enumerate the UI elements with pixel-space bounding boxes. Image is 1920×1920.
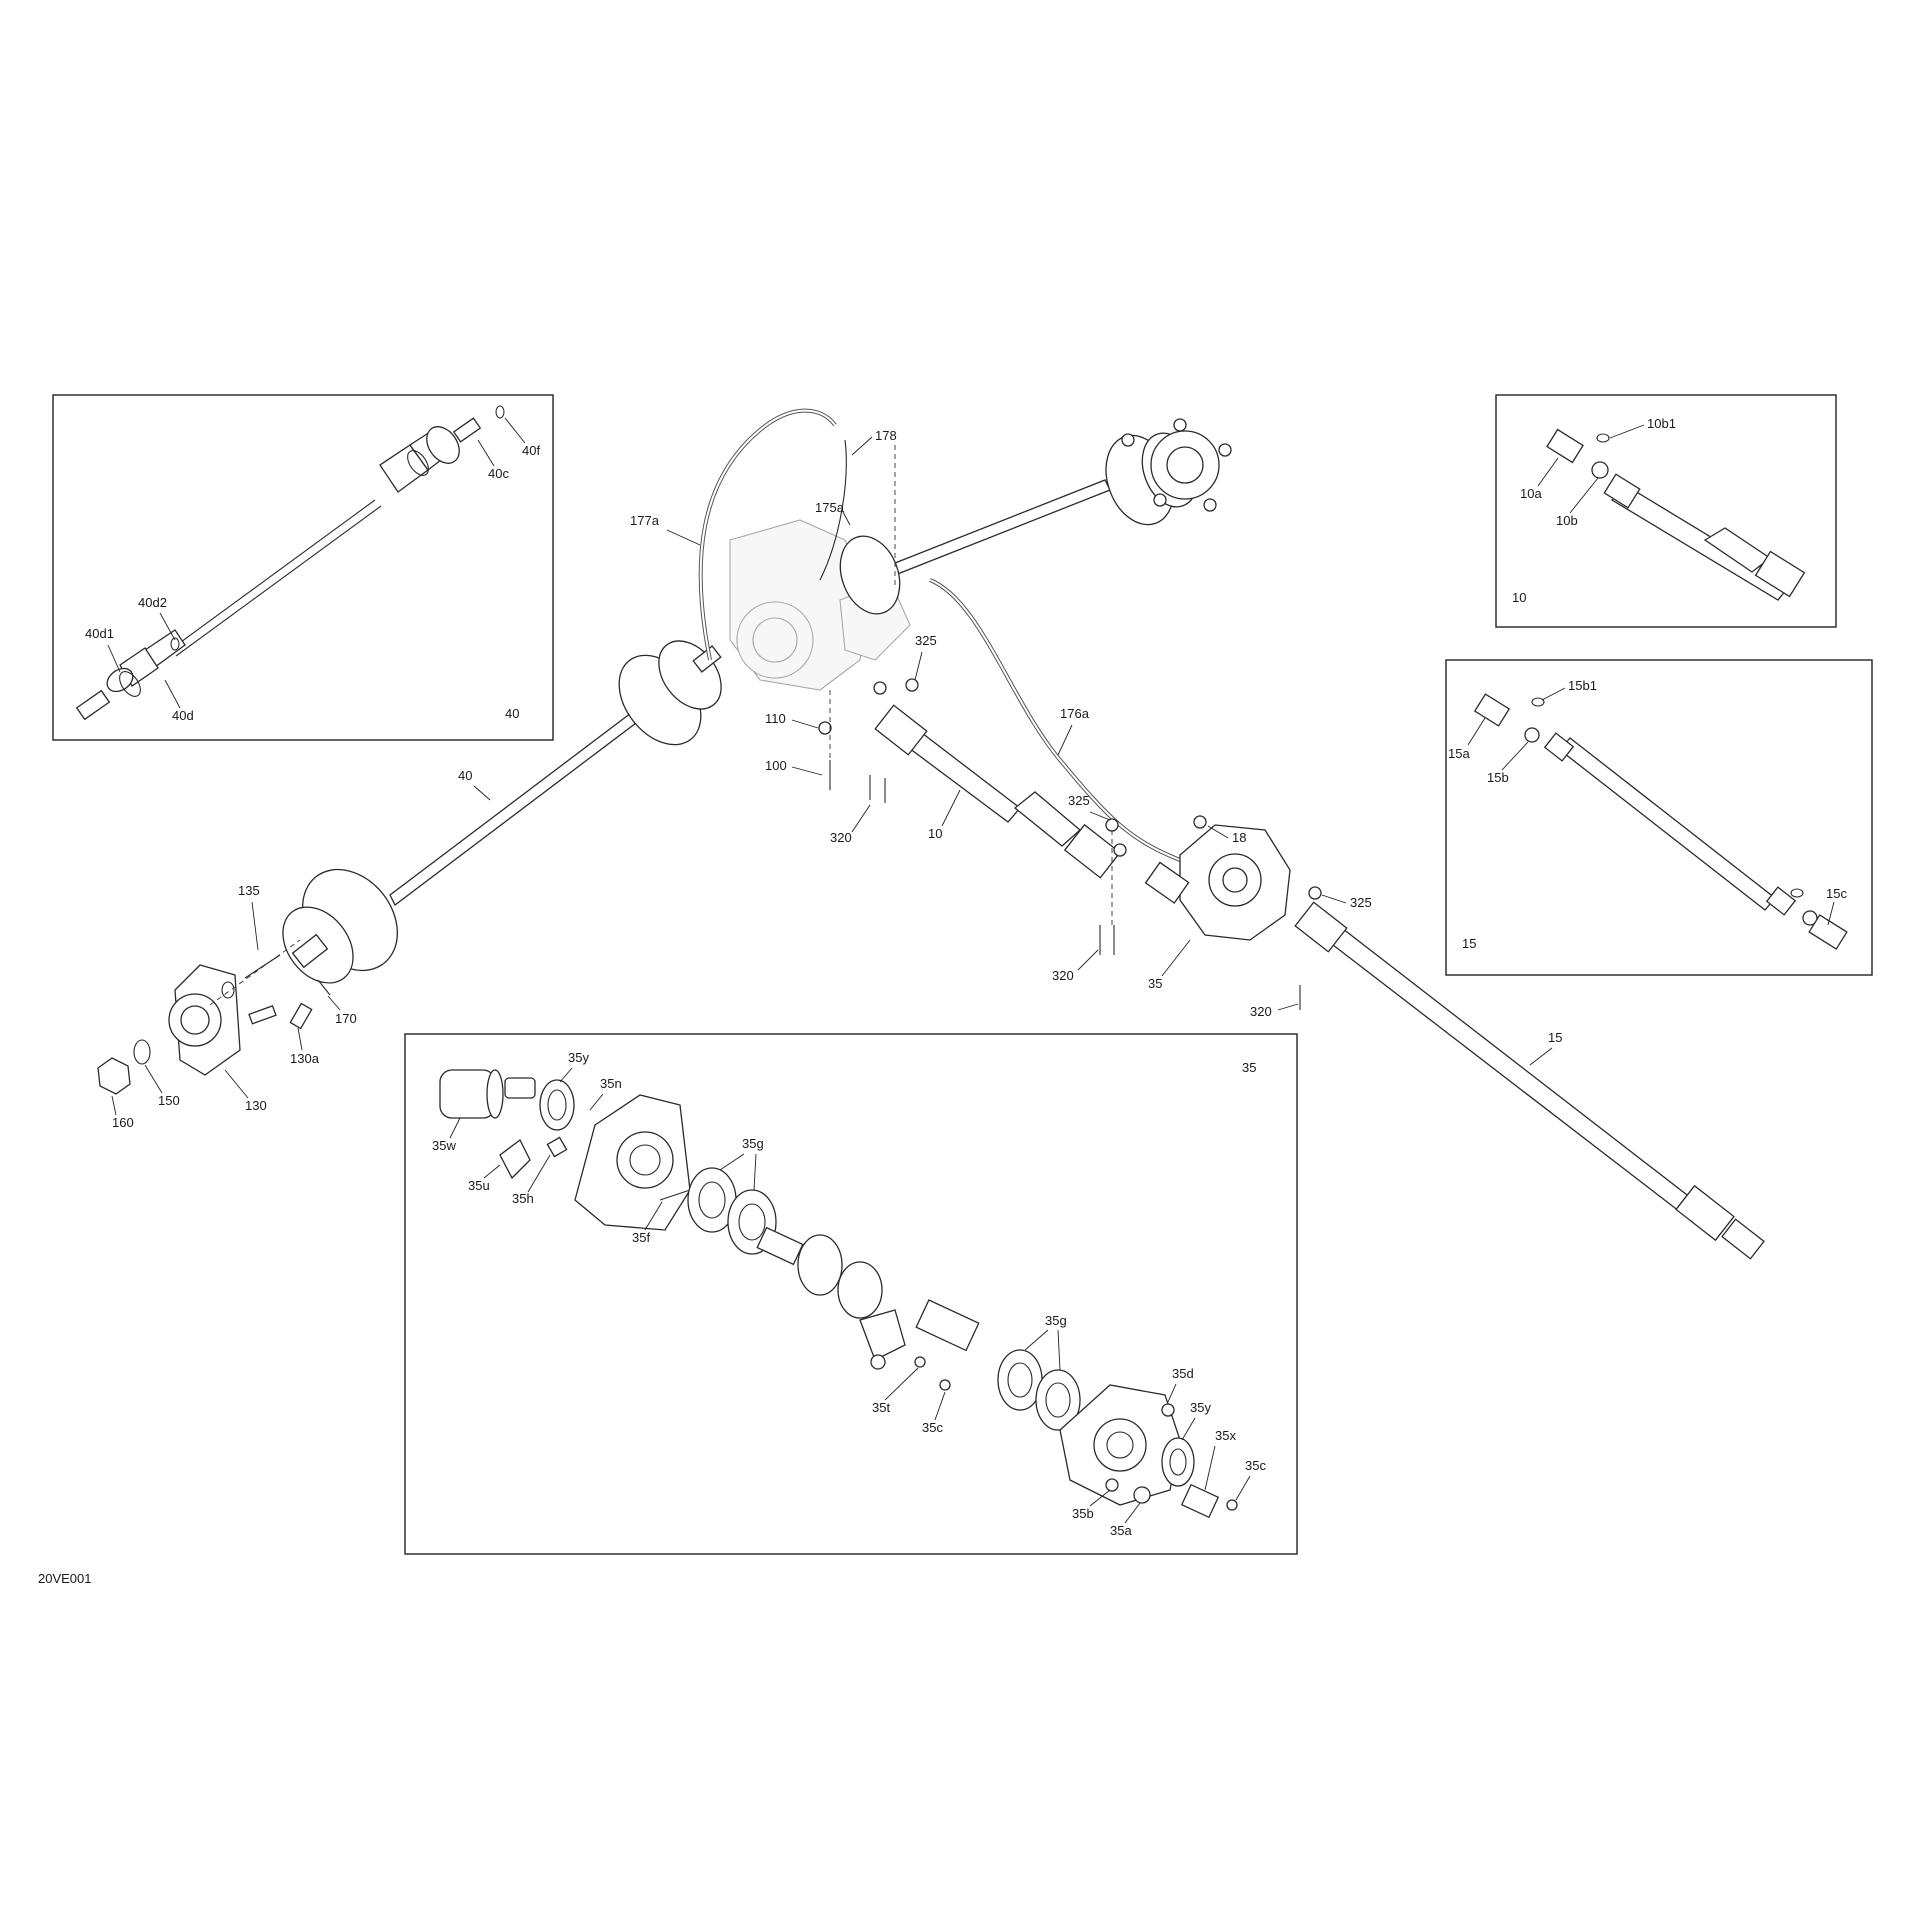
alignment-lines	[209, 445, 1113, 1006]
label-40d1: 40d1	[85, 626, 114, 641]
label-35c-a: 35c	[922, 1420, 943, 1435]
label-10: 10	[928, 826, 942, 841]
label-320-c: 320	[1250, 1004, 1272, 1019]
label-40d2: 40d2	[138, 595, 167, 610]
label-10a: 10a	[1520, 486, 1542, 501]
housing-half-right	[1059, 1384, 1181, 1506]
label-35b: 35b	[1072, 1506, 1094, 1521]
housing-half-left	[574, 1094, 691, 1231]
label-35y-b: 35y	[1190, 1400, 1211, 1415]
label-15a: 15a	[1448, 746, 1470, 761]
label-320-b: 320	[1052, 968, 1074, 983]
label-175a: 175a	[815, 500, 845, 515]
label-10b: 10b	[1556, 513, 1578, 528]
wheel-hub-130	[168, 964, 277, 1076]
label-130a: 130a	[290, 1051, 320, 1066]
label-325-c: 325	[1350, 895, 1372, 910]
half-shaft-40	[282, 640, 722, 984]
label-10b1: 10b1	[1647, 416, 1676, 431]
label-150: 150	[158, 1093, 180, 1108]
label-325-a: 325	[915, 633, 937, 648]
label-130: 130	[245, 1098, 267, 1113]
inset-15-yokes	[1473, 693, 1848, 950]
label-110: 110	[765, 711, 786, 726]
label-100: 100	[765, 758, 787, 773]
front-differential-35	[1144, 824, 1291, 941]
front-driveshaft-10	[874, 704, 1121, 879]
label-176a: 176a	[1060, 706, 1090, 721]
spring-35h	[546, 1136, 568, 1158]
inset-10-shaft	[1603, 473, 1806, 601]
label-178: 178	[875, 428, 897, 443]
bolt-135	[221, 954, 281, 999]
label-177a: 177a	[630, 513, 660, 528]
seal-35y-b	[1161, 1437, 1195, 1487]
rear-driveshaft-15	[1294, 901, 1765, 1260]
label-35n: 35n	[600, 1076, 622, 1091]
washer-150	[133, 1039, 151, 1065]
seal-35y-a	[539, 1079, 575, 1131]
label-35y-a: 35y	[568, 1050, 589, 1065]
label-15: 15	[1548, 1030, 1562, 1045]
sensor-35x	[1180, 1483, 1220, 1519]
inset-15-shaft	[1543, 732, 1797, 916]
inset-10-number: 10	[1512, 590, 1526, 605]
label-35: 35	[1148, 976, 1162, 991]
label-40c: 40c	[488, 466, 509, 481]
figure-code: 20VE001	[38, 1571, 92, 1586]
label-15b: 15b	[1487, 770, 1509, 785]
label-35c-b: 35c	[1245, 1458, 1266, 1473]
label-15c: 15c	[1826, 886, 1847, 901]
label-40f: 40f	[522, 443, 540, 458]
label-35g-a: 35g	[742, 1136, 764, 1151]
bolt-130a	[289, 1002, 313, 1030]
inset-35-number: 35	[1242, 1060, 1256, 1075]
bearing-35g-b	[997, 1349, 1081, 1431]
label-320-a: 320	[830, 830, 852, 845]
half-shaft-right	[839, 432, 1199, 615]
label-35f: 35f	[632, 1230, 650, 1245]
vent-hose-177a	[698, 408, 837, 661]
label-170: 170	[335, 1011, 357, 1026]
label-325-b: 325	[1068, 793, 1090, 808]
bracket-35u	[499, 1139, 531, 1180]
inset-10-box: 10b1 10a 10b 10	[1495, 394, 1837, 628]
inset-15-box: 15b1 15a 15b 15c 15	[1445, 659, 1873, 976]
vent-hose-176a	[929, 578, 1181, 862]
inset-10-yoke	[1546, 428, 1610, 479]
label-35a: 35a	[1110, 1523, 1132, 1538]
inset-15-number: 15	[1462, 936, 1476, 951]
label-35x: 35x	[1215, 1428, 1236, 1443]
small-hardware-35	[870, 1354, 1238, 1511]
actuator-35w	[439, 1069, 536, 1119]
inset-40-box: 40d1 40d2 40d 40c 40f 40	[52, 394, 554, 741]
pin-35f	[659, 1189, 691, 1201]
wheel-hub-right	[1121, 418, 1232, 512]
cotter-170	[317, 979, 331, 996]
label-40: 40	[458, 768, 472, 783]
label-135: 135	[238, 883, 260, 898]
inset-35-box: 35	[404, 1033, 1298, 1555]
label-15b1: 15b1	[1568, 678, 1597, 693]
label-35h: 35h	[512, 1191, 534, 1206]
label-35t: 35t	[872, 1400, 890, 1415]
hose-175a	[819, 439, 847, 581]
label-35u: 35u	[468, 1178, 490, 1193]
fasteners-main	[818, 678, 1322, 1010]
gear-assembly	[756, 1226, 980, 1361]
inset-40-shaft	[75, 417, 482, 721]
inset-40-number: 40	[505, 706, 519, 721]
label-160: 160	[112, 1115, 134, 1130]
inset-40-rings	[119, 405, 505, 697]
label-40d: 40d	[172, 708, 194, 723]
label-35g-b: 35g	[1045, 1313, 1067, 1328]
label-18: 18	[1232, 830, 1246, 845]
label-35w: 35w	[432, 1138, 456, 1153]
label-35d: 35d	[1172, 1366, 1194, 1381]
hub-nut-160	[97, 1057, 131, 1095]
